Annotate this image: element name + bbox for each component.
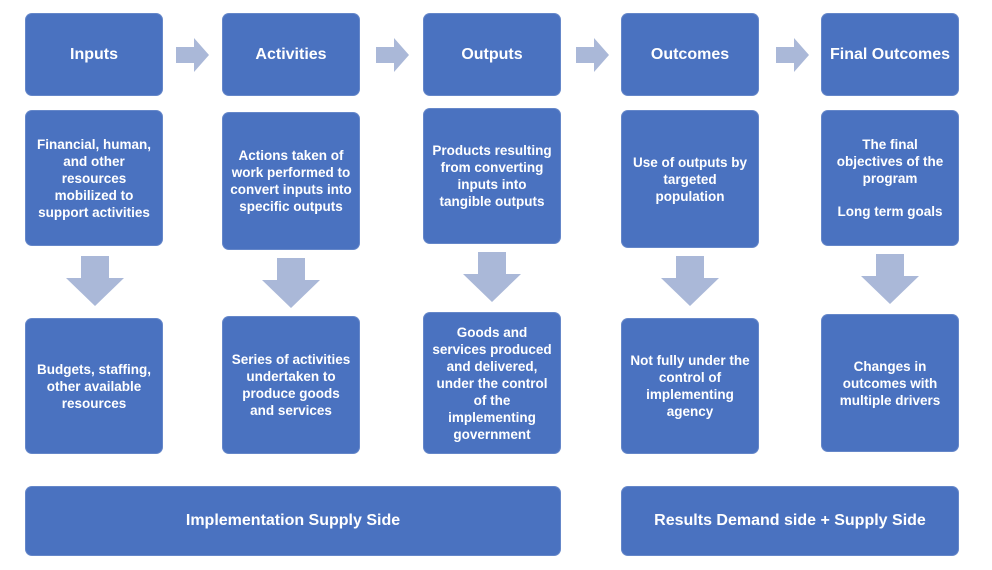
result-outcomes: Not fully under the control of implement… — [621, 318, 759, 454]
header-inputs-label: Inputs — [70, 45, 118, 63]
description-final-outcomes: The final objectives of the program Long… — [821, 110, 959, 246]
arrow-down-icon — [66, 256, 124, 306]
arrow-right-icon — [376, 38, 409, 72]
arrow-down-icon — [262, 258, 320, 308]
header-outcomes: Outcomes — [621, 13, 759, 96]
header-outputs-label: Outputs — [461, 45, 523, 63]
result-inputs: Budgets, staffing, other available resou… — [25, 318, 163, 454]
description-activities-text: Actions taken of work performed to conve… — [230, 148, 352, 214]
result-outcomes-text: Not fully under the control of implement… — [630, 353, 750, 419]
result-activities: Series of activities undertaken to produ… — [222, 316, 360, 454]
arrow-right-icon — [776, 38, 809, 72]
result-outputs-text: Goods and services produced and delivere… — [432, 324, 552, 442]
header-activities-label: Activities — [255, 45, 327, 63]
footer-results-demand-supply: Results Demand side + Supply Side — [621, 486, 959, 556]
arrow-right-icon — [576, 38, 609, 72]
description-outputs: Products resulting from converting input… — [423, 108, 561, 244]
result-outputs: Goods and services produced and delivere… — [423, 312, 561, 454]
arrow-down-icon — [661, 256, 719, 306]
result-final-outcomes-text: Changes in outcomes with multiple driver… — [839, 358, 941, 408]
description-outcomes-text: Use of outputs by targeted population — [633, 154, 747, 204]
result-inputs-text: Budgets, staffing, other available resou… — [37, 361, 151, 411]
result-activities-text: Series of activities undertaken to produ… — [231, 352, 351, 418]
footer-left-label: Implementation Supply Side — [185, 512, 401, 529]
arrow-down-icon — [861, 254, 919, 304]
footer-implementation-supply-side: Implementation Supply Side — [25, 486, 561, 556]
arrow-down-icon — [463, 252, 521, 302]
header-final-outcomes: Final Outcomes — [821, 13, 959, 96]
header-outputs: Outputs — [423, 13, 561, 96]
header-activities: Activities — [222, 13, 360, 96]
description-outcomes: Use of outputs by targeted population — [621, 110, 759, 248]
header-inputs: Inputs — [25, 13, 163, 96]
footer-right-label: Results Demand side + Supply Side — [654, 512, 926, 529]
description-final-outcomes-text: The final objectives of the program — [836, 137, 944, 186]
arrow-right-icon — [176, 38, 209, 72]
description-inputs: Financial, human, and other resources mo… — [25, 110, 163, 246]
description-activities: Actions taken of work performed to conve… — [222, 112, 360, 250]
description-inputs-text: Financial, human, and other resources mo… — [36, 136, 152, 220]
header-final-outcomes-label: Final Outcomes — [829, 45, 951, 63]
header-outcomes-label: Outcomes — [650, 45, 730, 63]
result-final-outcomes: Changes in outcomes with multiple driver… — [821, 314, 959, 452]
description-outputs-text: Products resulting from converting input… — [432, 143, 552, 209]
description-final-outcomes-goal: Long term goals — [837, 204, 943, 219]
